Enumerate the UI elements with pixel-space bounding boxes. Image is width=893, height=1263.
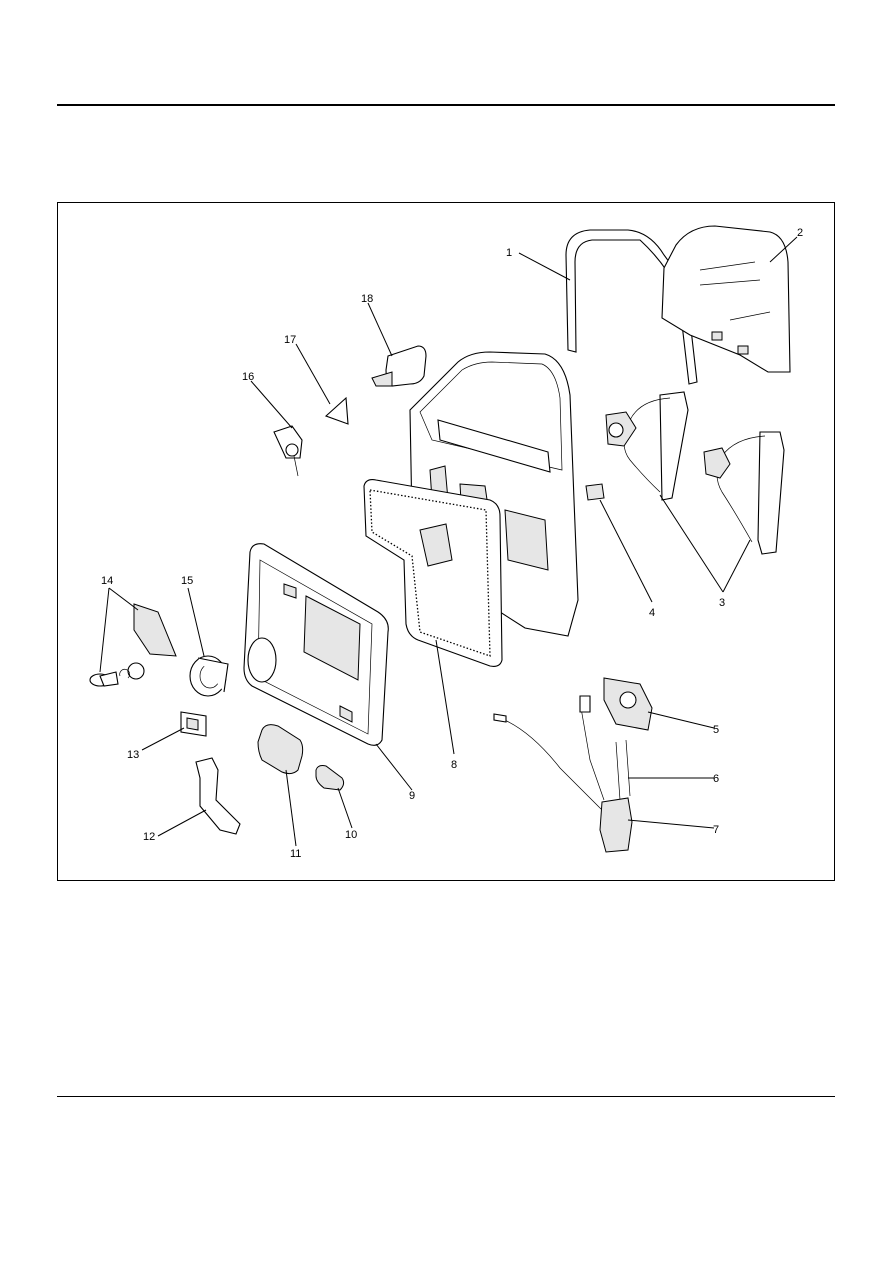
part-4-seal-strip (585, 483, 605, 501)
part-18-outside-mirror (371, 345, 427, 387)
part-12-pull-handle (195, 757, 241, 835)
part-3-window-regulators (605, 391, 785, 555)
part-15-speaker (189, 655, 229, 697)
callout-8: 8 (451, 759, 457, 771)
callout-4: 4 (649, 607, 655, 619)
callout-9: 9 (409, 790, 415, 802)
part-1-glass-run (565, 229, 698, 385)
part-6-lock-rods (493, 695, 631, 813)
part-17-corner-cover (324, 396, 349, 425)
part-9-door-trim (243, 543, 389, 746)
part-16-tweeter (273, 425, 303, 477)
callout-2: 2 (797, 227, 803, 239)
callout-6: 6 (713, 773, 719, 785)
callout-labels: 1 2 3 4 5 6 7 8 9 10 11 12 13 14 15 16 1… (101, 227, 803, 860)
part-10-lamp-lens (315, 765, 345, 791)
callout-17: 17 (284, 334, 296, 346)
part-11-speaker-grille (257, 724, 304, 775)
part-8-sealing-sheet (363, 479, 503, 667)
footer-rule (57, 1096, 835, 1097)
callout-10: 10 (345, 829, 357, 841)
part-5-outside-handle (603, 677, 653, 731)
callout-7: 7 (713, 824, 719, 836)
callout-3: 3 (719, 597, 725, 609)
callout-14: 14 (101, 575, 113, 587)
part-13-lock-knob-escutcheon (180, 711, 207, 737)
leader-lines (99, 236, 798, 847)
callout-5: 5 (713, 724, 719, 736)
part-7-door-lock (599, 797, 633, 853)
callout-1: 1 (506, 247, 512, 259)
header-rule (57, 104, 835, 106)
callout-15: 15 (181, 575, 193, 587)
part-14-switch-and-handle (89, 603, 177, 687)
callout-18: 18 (361, 293, 373, 305)
callout-11: 11 (290, 848, 301, 860)
callout-12: 12 (143, 831, 155, 843)
part-2-door-glass (661, 225, 791, 373)
callout-16: 16 (242, 371, 254, 383)
diagram-frame (57, 202, 835, 881)
callout-13: 13 (127, 749, 139, 761)
